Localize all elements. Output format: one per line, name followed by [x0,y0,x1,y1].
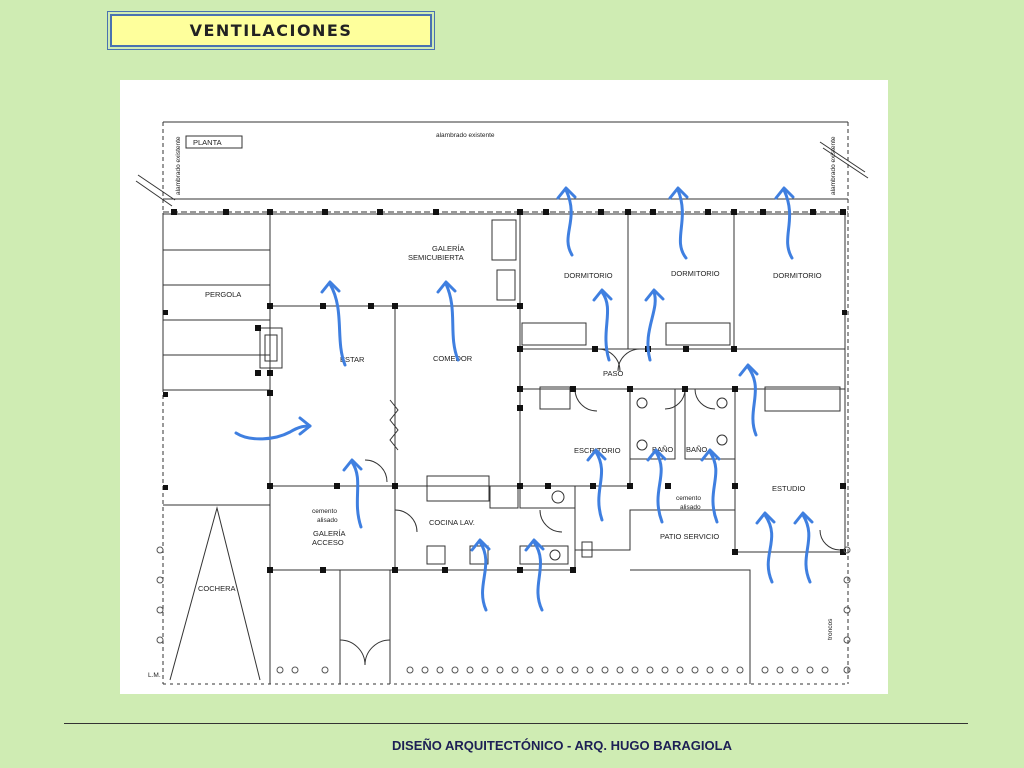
structural-columns [163,209,847,573]
fence-top-label: alambrado existente [436,132,495,139]
room-cemento-2-line1: cemento [676,495,701,502]
ventilation-arrow [793,511,814,584]
room-dormitorio-3: DORMITORIO [773,271,822,280]
ventilation-arrows [234,186,814,612]
ventilation-arrow [320,280,347,367]
title-banner: VENTILACIONES [107,11,435,50]
room-galeria-acceso-line2: ACCESO [312,538,344,547]
room-galeria-semicubierta-line1: GALERÍA [432,244,465,253]
ventilation-arrow [436,280,460,362]
room-bano-2: BAÑO [686,445,707,454]
room-cocina: COCINA LAV. [429,518,475,527]
room-bano-1: BAÑO [652,445,673,454]
room-galeria-semicubierta-line2: SEMICUBIERTA [408,253,464,262]
room-comedor: COMEDOR [433,354,473,363]
room-dormitorio-2: DORMITORIO [671,269,720,278]
planta-label: PLANTA [193,138,222,147]
room-cemento-1-line2: alisado [317,517,338,524]
room-cochera: COCHERA [198,584,236,593]
room-estudio: ESTUDIO [772,484,806,493]
page-title: VENTILACIONES [189,21,353,40]
room-pergola: PERGOLA [205,290,241,299]
ventilation-arrow [668,186,689,260]
ventilation-arrow [755,511,776,584]
footer-divider [64,723,968,724]
ventilation-arrow [700,448,721,524]
room-cemento-1-line1: cemento [312,508,337,515]
fence-left-label: alambrado existente [175,136,182,195]
ventilation-arrow [586,448,607,522]
room-dormitorio-1: DORMITORIO [564,271,613,280]
ventilation-arrow [524,538,545,612]
tree-markers [156,546,851,674]
room-estar: ESTAR [340,355,365,364]
plan-lines [135,121,869,685]
floor-plan-sheet: PLANTA alambrado existente alambrado exi… [120,80,888,694]
ventilation-arrow [234,416,312,441]
room-patio-servicio: PATIO SERVICIO [660,532,719,541]
ventilation-arrow [342,458,363,529]
ventilation-arrow [470,538,491,612]
ventilation-arrow [738,363,759,437]
footer-credit: DISEÑO ARQUITECTÓNICO - ARQ. HUGO BARAGI… [392,738,732,753]
ventilation-arrow [774,186,795,260]
trees-label: troncos [827,618,834,640]
ventilation-arrow [592,288,613,362]
ventilation-arrow [646,448,667,524]
lm-label: L.M. [148,672,161,679]
room-paso: PASO [603,369,623,378]
ventilation-arrow [556,186,577,257]
floor-plan-drawing: PLANTA alambrado existente alambrado exi… [135,121,869,685]
room-cemento-2-line2: alisado [680,504,701,511]
room-galeria-acceso-line1: GALERÍA [313,529,346,538]
ventilation-arrow [644,288,665,362]
fence-right-label: alambrado existente [830,136,837,195]
planta-box [185,135,243,149]
